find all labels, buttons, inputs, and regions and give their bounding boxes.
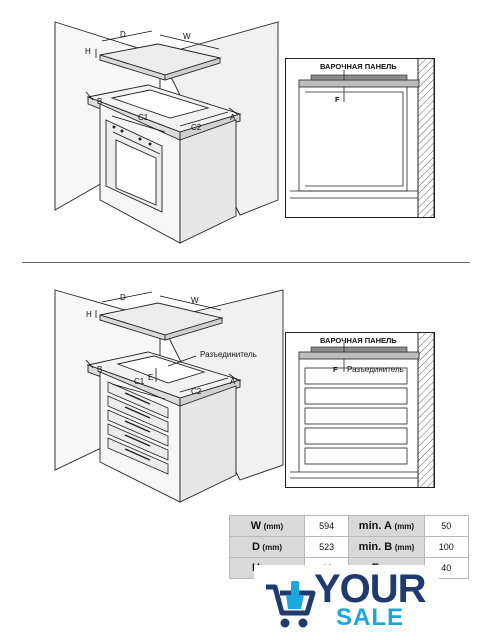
spec-unit: (mm) [262, 543, 282, 552]
spec-value: 594 [303, 515, 350, 537]
top-dim-w: W [183, 32, 191, 41]
top-dim-h: H [85, 47, 91, 56]
spec-value: 50 [423, 515, 470, 537]
spec-unit: (mm) [394, 522, 415, 531]
bottom-section-disconnector: Разъединитель [347, 365, 404, 374]
bottom-panel-label: ВАРОЧНАЯ ПАНЕЛЬ [320, 336, 397, 345]
spec-key: min. B (mm) [348, 536, 425, 558]
bottom-dim-c1: C1 [134, 377, 145, 386]
bottom-dim-h: H [86, 310, 92, 319]
top-section-diagram: ВАРОЧНАЯ ПАНЕЛЬ F [285, 58, 435, 218]
spec-key: W (mm) [229, 515, 305, 537]
logo-word-sale: SALE [336, 604, 405, 631]
bottom-disconnector-label: Разъединитель [200, 350, 257, 359]
spec-key: min. A (mm) [348, 515, 425, 537]
bottom-dim-c2: C2 [191, 387, 202, 396]
spec-key: D (mm) [229, 536, 305, 558]
yoursale-logo: YOUR SALE [254, 565, 439, 640]
top-panel-label: ВАРОЧНАЯ ПАНЕЛЬ [320, 62, 397, 71]
spec-value: 523 [303, 536, 350, 558]
top-dim-c2: C2 [191, 123, 202, 132]
spec-unit: (mm) [394, 543, 415, 552]
top-dim-b: B [97, 97, 102, 106]
spec-symbol: W [250, 520, 262, 532]
spec-value: 100 [423, 536, 470, 558]
top-dim-d: D [120, 30, 126, 39]
bottom-dim-d: D [120, 293, 126, 302]
top-dim-a: A [230, 113, 236, 122]
spec-unit: (mm) [263, 522, 284, 531]
bottom-section-diagram: ВАРОЧНАЯ ПАНЕЛЬ F Разъединитель [285, 332, 435, 488]
bottom-dim-w: W [191, 296, 199, 305]
section-divider [22, 262, 470, 263]
spec-symbol: min. A [358, 520, 393, 532]
bottom-dim-b: B [97, 365, 102, 374]
top-dim-c1: C1 [138, 113, 149, 122]
bottom-dim-a: A [230, 377, 236, 386]
top-install-diagram: D W H B A C1 C2 [54, 21, 279, 244]
spec-symbol: D [251, 541, 260, 553]
top-f-label: F [335, 95, 340, 104]
bottom-install-diagram: D W H B A C1 C2 E Разъединитель [54, 289, 284, 503]
bottom-dim-e: E [148, 373, 153, 382]
shopping-cart-icon [266, 581, 316, 628]
spec-symbol: min. B [358, 541, 393, 553]
logo-word-your: YOUR [314, 567, 427, 611]
bottom-f-label: F [333, 365, 338, 374]
